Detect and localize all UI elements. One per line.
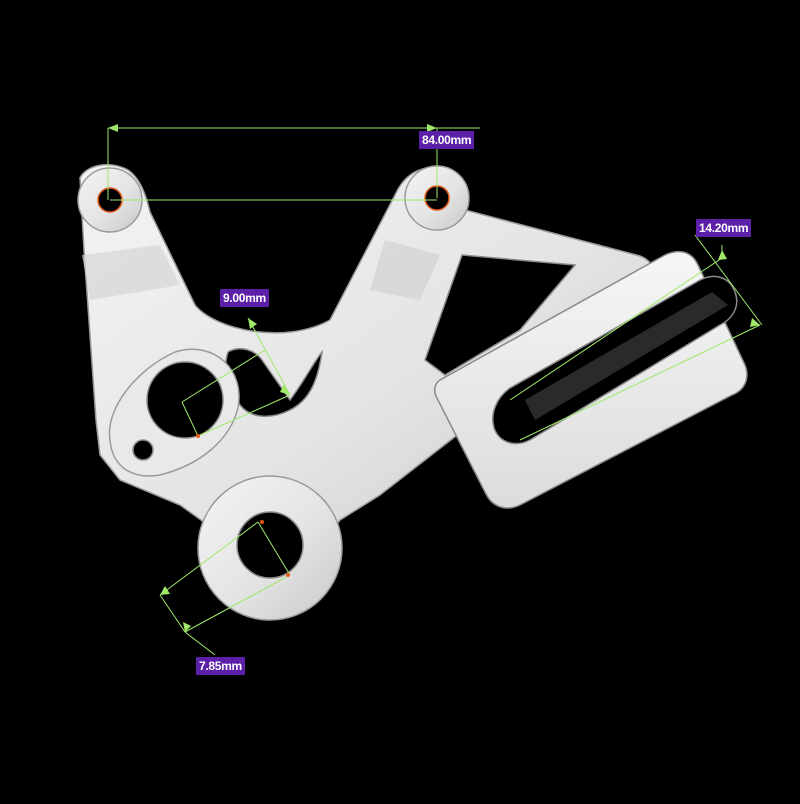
dimension-label-slot-width[interactable]: 14.20mm (696, 219, 752, 237)
lower-hole (236, 511, 304, 579)
triangle-cutout (424, 254, 577, 376)
dimension-label-lower-hole[interactable]: 7.85mm (196, 657, 245, 675)
dimension-label-pivot-hole[interactable]: 9.00mm (220, 289, 269, 307)
dimension-label-mount-spacing[interactable]: 84.00mm (419, 131, 475, 149)
arm-bevel-band (82, 245, 180, 300)
arm-bevel-band-2 (370, 240, 440, 300)
slot-inner-face (525, 292, 728, 420)
small-hole (132, 439, 154, 461)
hole-markers (196, 434, 290, 577)
dimension-arrowheads (108, 124, 760, 632)
